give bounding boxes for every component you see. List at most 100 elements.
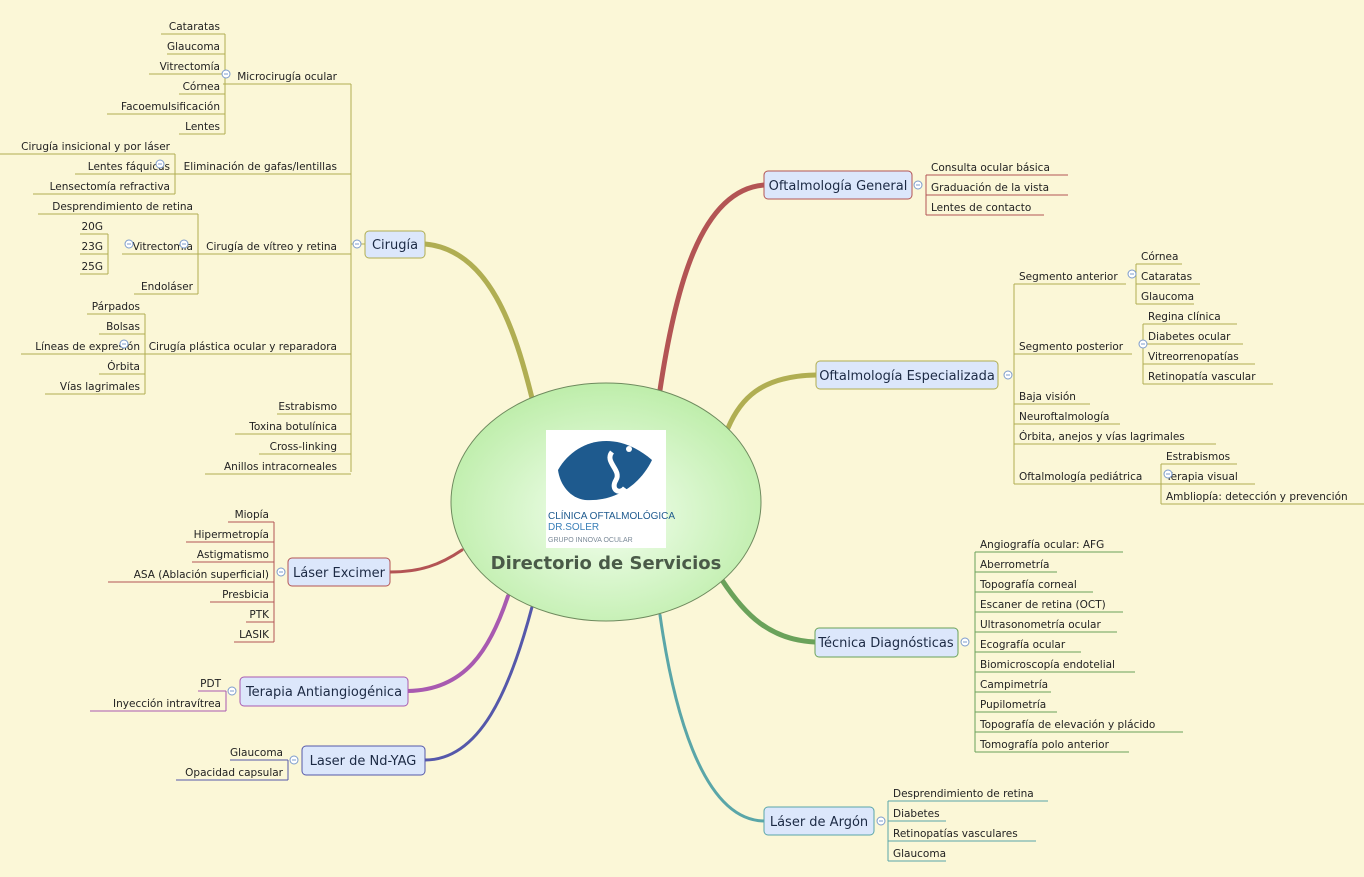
tecnica-6[interactable]: Biomicroscopía endotelial	[980, 659, 1115, 671]
micro-1[interactable]: Glaucoma	[167, 41, 220, 53]
posterior-2[interactable]: Vitreorrenopatías	[1148, 351, 1239, 363]
connector-lines	[0, 33, 1364, 862]
excimer-3[interactable]: ASA (Ablación superficial)	[134, 569, 269, 581]
tecnica-10[interactable]: Tomografía polo anterior	[979, 739, 1110, 751]
micro-0[interactable]: Cataratas	[169, 21, 220, 33]
micro-3[interactable]: Córnea	[183, 81, 220, 93]
topic-tecnica[interactable]: Técnica Diagnósticas	[814, 627, 959, 658]
esp-anterior[interactable]: Segmento anterior	[1019, 271, 1118, 283]
sub-gafas[interactable]: Eliminación de gafas/lentillas	[184, 161, 337, 173]
tecnica-3[interactable]: Escaner de retina (OCT)	[980, 599, 1106, 611]
plastica-0[interactable]: Párpados	[92, 301, 140, 313]
antiangio-1[interactable]: Inyección intravítrea	[113, 698, 221, 710]
cirugia-other-0[interactable]: Estrabismo	[278, 401, 337, 413]
excimer-0[interactable]: Miopía	[235, 509, 269, 521]
esp-posterior[interactable]: Segmento posterior	[1019, 341, 1124, 353]
tecnica-5[interactable]: Ecografía ocular	[980, 639, 1066, 651]
tecnica-7[interactable]: Campimetría	[980, 679, 1048, 691]
branch-antiangio	[406, 594, 510, 693]
plastica-1[interactable]: Bolsas	[106, 321, 140, 333]
tecnica-1[interactable]: Aberrometría	[980, 559, 1049, 571]
anterior-0[interactable]: Córnea	[1141, 251, 1178, 263]
esp-other-1[interactable]: Neuroftalmología	[1019, 411, 1109, 423]
branch-oft-general	[657, 182, 767, 393]
branch-cirugia	[422, 241, 535, 401]
vitrectomia[interactable]: Vitrectomía	[133, 241, 193, 253]
sub-vitreo[interactable]: Cirugía de vítreo y retina	[206, 241, 337, 253]
plastica-2[interactable]: Líneas de expresión	[35, 341, 140, 353]
micro-4[interactable]: Facoemulsificación	[121, 101, 220, 113]
topic-oft-especializada[interactable]: Oftalmología Especializada	[815, 360, 999, 390]
excimer-6[interactable]: LASIK	[239, 629, 270, 641]
vitr-0[interactable]: 20G	[82, 221, 104, 233]
svg-text:Oftalmología Especializada: Oftalmología Especializada	[819, 369, 995, 384]
topic-antiangio[interactable]: Terapia Antiangiogénica	[239, 676, 409, 707]
esp-other-2[interactable]: Órbita, anejos y vías lagrimales	[1019, 430, 1185, 443]
topic-oft-general[interactable]: Oftalmología General	[763, 170, 913, 200]
anterior-1[interactable]: Cataratas	[1141, 271, 1192, 283]
antiangio-0[interactable]: PDT	[200, 678, 221, 690]
sub-microcirugia[interactable]: Microcirugía ocular	[237, 71, 337, 83]
collapse-toggles	[119, 69, 1173, 826]
sub-plastica[interactable]: Cirugía plástica ocular y reparadora	[149, 341, 337, 353]
gafas-2[interactable]: Lensectomía refractiva	[50, 181, 170, 193]
gafas-1[interactable]: Lentes fáquicas	[88, 161, 170, 173]
topic-argon[interactable]: Láser de Argón	[763, 806, 875, 836]
tecnica-4[interactable]: Ultrasonometría ocular	[980, 619, 1101, 631]
topic-excimer[interactable]: Láser Excimer	[287, 557, 391, 587]
esp-other-0[interactable]: Baja visión	[1019, 391, 1076, 403]
argon-1[interactable]: Diabetes	[893, 808, 940, 820]
branch-oft-especializada	[725, 372, 819, 431]
svg-text:Oftalmología General: Oftalmología General	[769, 179, 908, 194]
cirugia-other-2[interactable]: Cross-linking	[270, 441, 337, 453]
esp-pediatrica[interactable]: Oftalmología pediátrica	[1019, 471, 1142, 483]
clinic-logo: CLÍNICA OFTALMOLÓGICA DR.SOLER GRUPO INN…	[546, 430, 675, 548]
ndyag-1[interactable]: Opacidad capsular	[185, 767, 284, 779]
central-title: Directorio de Servicios	[491, 553, 722, 574]
vitr-1[interactable]: 23G	[82, 241, 104, 253]
plastica-4[interactable]: Vías lagrimales	[60, 381, 140, 393]
posterior-1[interactable]: Diabetes ocular	[1148, 331, 1231, 343]
excimer-4[interactable]: Presbicia	[222, 589, 269, 601]
topic-cirugia[interactable]: Cirugía	[364, 230, 426, 259]
micro-2[interactable]: Vitrectomía	[160, 61, 220, 73]
posterior-3[interactable]: Retinopatía vascular	[1148, 371, 1256, 383]
ndyag-0[interactable]: Glaucoma	[230, 747, 283, 759]
vitreo-1[interactable]: Endoláser	[141, 281, 194, 293]
tecnica-8[interactable]: Pupilometría	[980, 699, 1046, 711]
excimer-2[interactable]: Astigmatismo	[197, 549, 269, 561]
branch-argon	[658, 613, 766, 823]
svg-text:Cirugía: Cirugía	[372, 238, 418, 253]
main-branches	[388, 182, 819, 823]
tecnica-0[interactable]: Angiografía ocular: AFG	[980, 539, 1104, 551]
micro-5[interactable]: Lentes	[185, 121, 220, 133]
argon-0[interactable]: Desprendimiento de retina	[893, 788, 1034, 800]
cirugia-other-1[interactable]: Toxina botulínica	[248, 421, 337, 433]
argon-3[interactable]: Glaucoma	[893, 848, 946, 860]
leaf-labels: Microcirugía ocularCataratasGlaucomaVitr…	[21, 21, 1348, 860]
svg-text:Técnica Diagnósticas: Técnica Diagnósticas	[817, 636, 954, 651]
logo-line2: DR.SOLER	[548, 522, 599, 533]
gafas-0[interactable]: Cirugía insicional y por láser	[21, 141, 171, 153]
svg-text:Laser de Nd-YAG: Laser de Nd-YAG	[310, 754, 417, 769]
vitr-2[interactable]: 25G	[82, 261, 104, 273]
plastica-3[interactable]: Órbita	[107, 360, 140, 373]
vitreo-0[interactable]: Desprendimiento de retina	[52, 201, 193, 213]
oftgen-2[interactable]: Lentes de contacto	[931, 202, 1031, 214]
pediatrica-2[interactable]: Ambliopía: detección y prevención	[1166, 491, 1348, 503]
topic-ndyag[interactable]: Laser de Nd-YAG	[301, 745, 426, 776]
pediatrica-1[interactable]: Terapia visual	[1165, 471, 1238, 483]
anterior-2[interactable]: Glaucoma	[1141, 291, 1194, 303]
pediatrica-0[interactable]: Estrabismos	[1166, 451, 1230, 463]
oftgen-0[interactable]: Consulta ocular básica	[931, 162, 1050, 174]
excimer-5[interactable]: PTK	[249, 609, 270, 621]
tecnica-2[interactable]: Topografía corneal	[979, 579, 1077, 591]
oftgen-1[interactable]: Graduación de la vista	[931, 182, 1049, 194]
logo-line3: GRUPO INNOVA OCULAR	[548, 537, 633, 544]
excimer-1[interactable]: Hipermetropía	[194, 529, 269, 541]
argon-2[interactable]: Retinopatías vasculares	[893, 828, 1018, 840]
posterior-0[interactable]: Regina clínica	[1148, 311, 1221, 323]
cirugia-other-3[interactable]: Anillos intracorneales	[224, 461, 337, 473]
tecnica-9[interactable]: Topografía de elevación y plácido	[979, 719, 1155, 731]
